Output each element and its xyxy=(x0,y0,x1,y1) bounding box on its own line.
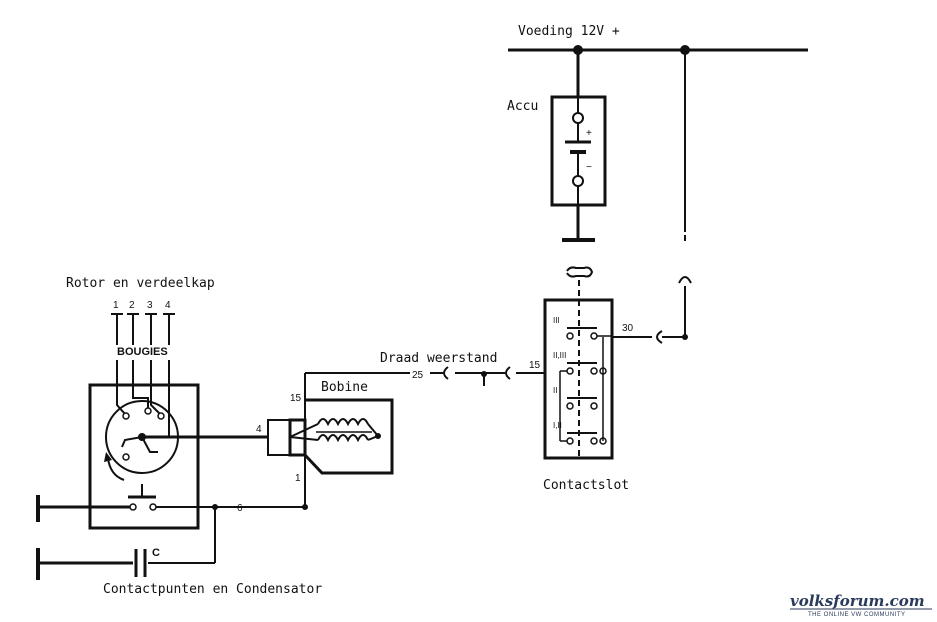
switch-label: Contactslot xyxy=(543,478,629,493)
switch-pos-3: II xyxy=(553,386,557,395)
points-label: Contactpunten en Condensator xyxy=(103,582,322,597)
plug-3: 3 xyxy=(147,300,153,311)
battery-minus: − xyxy=(586,162,592,173)
battery-label: Accu xyxy=(507,99,538,114)
battery: + − Accu xyxy=(507,50,607,242)
wire-25-label: 25 xyxy=(412,370,424,381)
points-and-condenser: 6 C Contactpunten en Condensator xyxy=(36,495,322,597)
switch-contacts xyxy=(559,327,612,445)
ignition-coil: 15 4 Bobine 1 xyxy=(256,373,394,510)
distributor-label: Rotor en verdeelkap xyxy=(66,276,215,291)
switch-pos-1: III xyxy=(553,316,560,325)
plug-1: 1 xyxy=(113,300,119,311)
volksforum-watermark: volksforum.com THE ONLINE VW COMMUNITY xyxy=(790,592,932,618)
watermark-tagline: THE ONLINE VW COMMUNITY xyxy=(808,612,906,618)
watermark-name: volksforum.com xyxy=(790,592,925,610)
switch-pos-4: I,II xyxy=(553,421,562,430)
resistor-label: Draad weerstand xyxy=(380,351,497,366)
plug-4: 4 xyxy=(165,300,171,311)
battery-plus: + xyxy=(586,128,592,139)
key-icon xyxy=(566,266,594,278)
plug-2: 2 xyxy=(129,300,135,311)
switch-terminal-30: 30 xyxy=(622,323,634,334)
resistor-wire: 25 Draad weerstand xyxy=(305,351,545,386)
coil-label: Bobine xyxy=(321,380,368,395)
condenser-label: C xyxy=(152,547,160,559)
coil-terminal-4: 4 xyxy=(256,424,262,435)
wire-6-label: 6 xyxy=(237,503,243,514)
wire-30: 30 xyxy=(612,50,692,344)
switch-terminal-15: 15 xyxy=(529,360,541,371)
ignition-switch: III II,III II I,II 15 Contactslot xyxy=(529,266,629,493)
switch-pos-2: II,III xyxy=(553,351,566,360)
distributor: 1 2 3 4 BOUGIES Rotor en verdeelkap xyxy=(66,276,215,530)
supply-bus: Voeding 12V + xyxy=(508,24,808,55)
supply-label: Voeding 12V + xyxy=(518,24,620,39)
coil-terminal-1: 1 xyxy=(295,473,301,484)
spark-plugs: 1 2 3 4 BOUGIES xyxy=(111,300,175,358)
bougies-label: BOUGIES xyxy=(117,346,168,358)
coil-terminal-15: 15 xyxy=(290,393,302,404)
